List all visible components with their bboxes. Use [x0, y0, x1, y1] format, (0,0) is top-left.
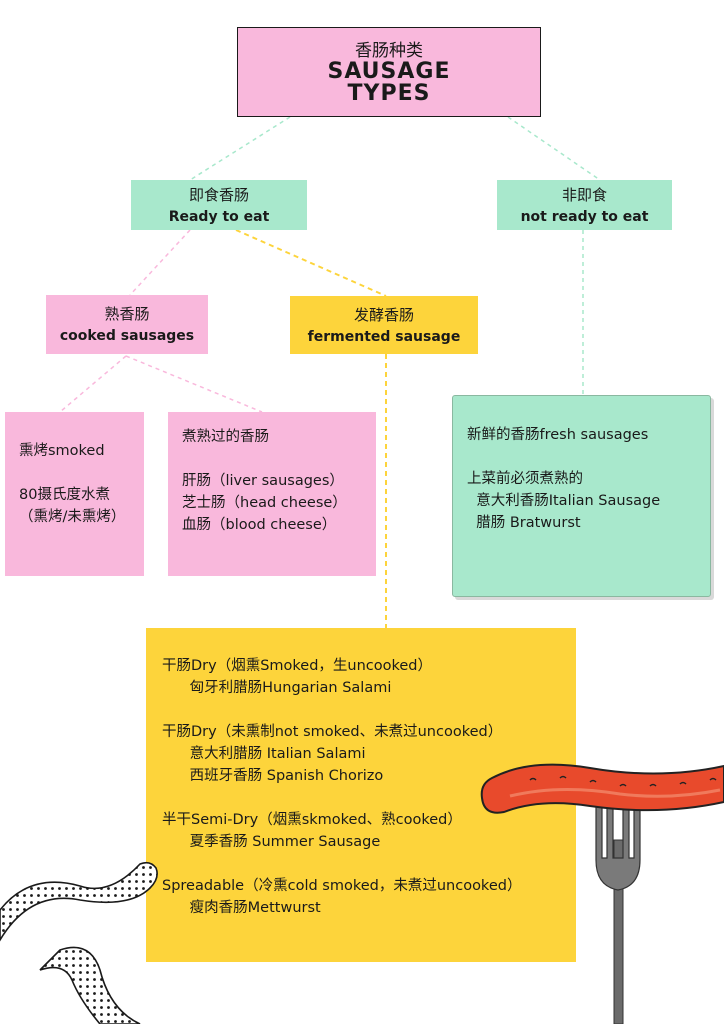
- card-line: ​: [182, 448, 362, 470]
- fermented-en: fermented sausage: [307, 329, 461, 345]
- title-english-line2: TYPES: [347, 81, 431, 106]
- card-line: 煮熟过的香肠: [182, 429, 269, 445]
- card-line: 新鲜的香肠fresh sausages: [467, 427, 649, 443]
- cooked-en: cooked sausages: [59, 328, 195, 344]
- card-line: （熏烤/未熏烤）: [19, 509, 126, 525]
- card-line: 意大利腊肠 Italian Salami: [162, 746, 366, 762]
- ready-to-eat-node: 即食香肠 Ready to eat: [131, 180, 307, 230]
- card-line: 肝肠（liver sausages）: [182, 473, 344, 489]
- not-ready-zh: 非即食: [561, 186, 607, 204]
- card-line: 夏季香肠 Summer Sausage: [162, 834, 381, 850]
- connector-title-ready: [189, 116, 291, 181]
- connector-ready-fermented: [235, 229, 387, 297]
- smoked-card: 熏烤smoked ​ 80摄氏度水煮 （熏烤/未熏烤）: [5, 412, 144, 576]
- card-line: 80摄氏度水煮: [19, 487, 110, 503]
- connector-title-notready: [507, 116, 601, 181]
- card-line: 干肠Dry（未熏制not smoked、未煮过uncooked）: [162, 724, 503, 740]
- sausage-icon: [480, 763, 724, 814]
- card-line: 干肠Dry（烟熏Smoked，生uncooked）: [162, 658, 433, 674]
- connector-ready-cooked: [129, 229, 191, 296]
- card-line: Spreadable（冷熏cold smoked，未煮过uncooked）: [162, 878, 522, 894]
- card-line: 匈牙利腊肠Hungarian Salami: [162, 680, 392, 696]
- card-line: 西班牙香肠 Spanish Chorizo: [162, 768, 384, 784]
- cooked-zh: 熟香肠: [104, 305, 150, 323]
- dotted-squiggle-decoration: [0, 861, 158, 1024]
- connector-cooked-smoked: [59, 355, 127, 413]
- boiled-card: 煮熟过的香肠 ​ 肝肠（liver sausages） 芝士肠（head che…: [168, 412, 376, 576]
- cooked-node: 熟香肠 cooked sausages: [46, 295, 208, 354]
- card-line: 瘦肉香肠Mettwurst: [162, 900, 321, 916]
- sausage-fork-illustration: [480, 763, 724, 1024]
- card-line: 芝士肠（head cheese）: [182, 495, 347, 511]
- title-box: 香肠种类 SAUSAGE TYPES: [237, 27, 541, 117]
- ready-to-eat-en: Ready to eat: [168, 209, 270, 225]
- card-line: ​: [19, 462, 130, 484]
- not-ready-node: 非即食 not ready to eat: [497, 180, 672, 230]
- fermented-node: 发酵香肠 fermented sausage: [290, 296, 478, 354]
- card-line: 血肠（blood cheese）: [182, 517, 337, 533]
- not-ready-en: not ready to eat: [520, 209, 649, 225]
- title-chinese: 香肠种类: [355, 41, 423, 61]
- card-line: ​: [162, 699, 560, 721]
- card-line: ​: [467, 446, 696, 468]
- connector-cooked-boiled: [125, 355, 263, 413]
- card-line: 半干Semi-Dry（烟熏skmoked、熟cooked）: [162, 812, 462, 828]
- fermented-zh: 发酵香肠: [353, 306, 414, 324]
- ready-to-eat-zh: 即食香肠: [188, 186, 249, 204]
- fork-icon: [595, 799, 641, 1024]
- card-line: 熏烤smoked: [19, 443, 105, 459]
- fresh-card: 新鲜的香肠fresh sausages ​ 上菜前必须煮熟的 意大利香肠Ital…: [452, 395, 711, 597]
- card-line: 意大利香肠Italian Sausage: [467, 493, 661, 509]
- title-english-line1: SAUSAGE: [327, 59, 451, 84]
- card-line: 上菜前必须煮熟的: [467, 471, 583, 487]
- card-line: 腊肠 Bratwurst: [467, 515, 581, 531]
